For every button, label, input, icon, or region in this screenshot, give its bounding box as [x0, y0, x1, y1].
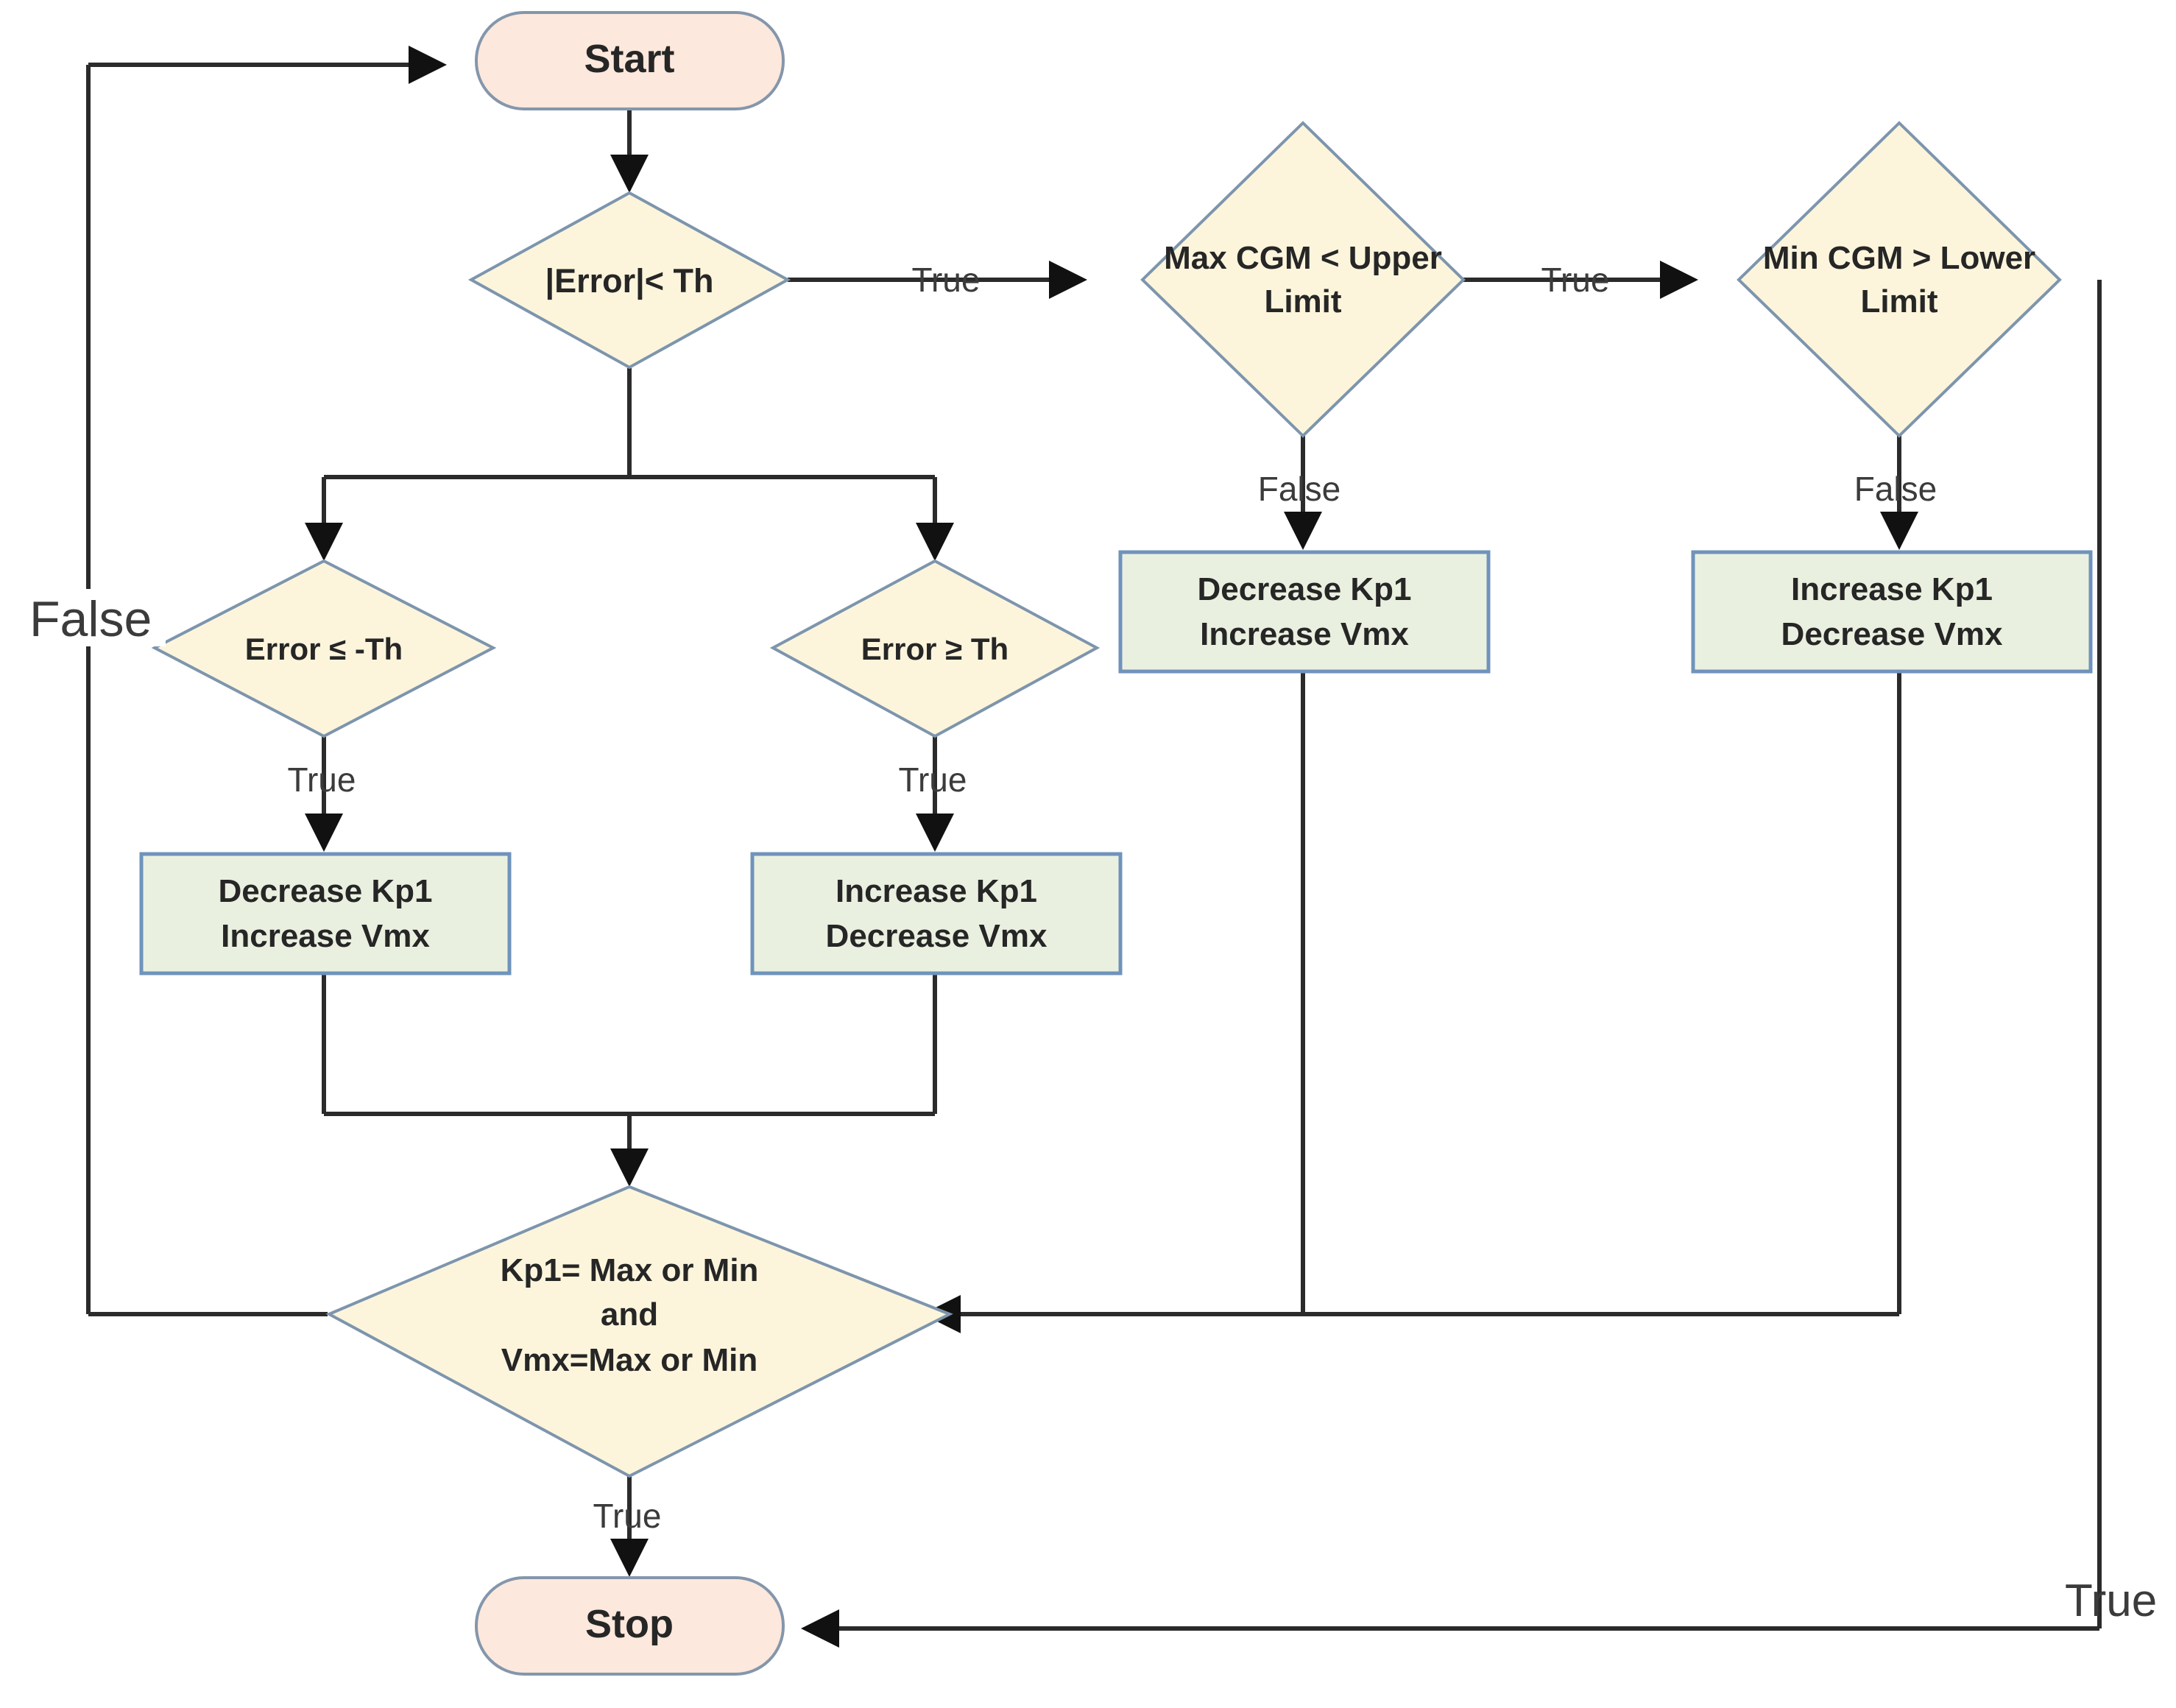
node-error-le-decision[interactable]: Error ≤ -Th [151, 559, 497, 738]
edge-max-cgm-true-to-min-cgm [1461, 261, 1698, 299]
edge-limits-false-to-start [86, 46, 447, 1316]
node-proc-min-cgm-line2: Decrease Vmx [1781, 616, 2003, 652]
node-error-ge-label: Error ≥ Th [861, 632, 1008, 666]
node-min-cgm-label-line2: Limit [1860, 283, 1937, 320]
node-limits-decision[interactable]: Kp1= Max or Min and Vmx=Max or Min [325, 1185, 953, 1478]
edge-limits-true-to-stop [610, 1476, 649, 1577]
node-proc-max-cgm-line2: Increase Vmx [1200, 616, 1409, 652]
edge-error-abs-true-to-max-cgm [788, 261, 1087, 299]
edge-max-cgm-false-to-process [1284, 434, 1322, 550]
node-error-abs-label: |Error|< Th [545, 262, 714, 300]
edge-error-ge-true-to-process [916, 736, 954, 852]
edge-error-le-true-to-process [305, 736, 343, 852]
node-proc-error-ge-line1: Increase Kp1 [836, 873, 1037, 909]
edge-label-error-abs-true: True [912, 261, 981, 299]
edge-label-min-cgm-true: True [2065, 1575, 2157, 1626]
edge-min-cgm-false-to-process [1880, 434, 1918, 550]
node-limits-line1: Kp1= Max or Min [501, 1252, 759, 1288]
node-proc-error-ge[interactable]: Increase Kp1 Decrease Vmx [750, 852, 1123, 975]
edge-min-cgm-true-to-stop [801, 280, 2102, 1648]
node-stop[interactable]: Stop [475, 1576, 785, 1676]
node-max-cgm-label-line1: Max CGM < Upper [1164, 240, 1442, 276]
node-proc-min-cgm-line1: Increase Kp1 [1791, 571, 1993, 607]
node-error-abs-decision[interactable]: |Error|< Th [467, 191, 791, 370]
node-min-cgm-decision[interactable]: Min CGM > Lower Limit [1737, 121, 2062, 438]
node-min-cgm-label-line1: Min CGM > Lower [1763, 240, 2035, 276]
edge-error-abs-false-split [305, 368, 954, 561]
node-max-cgm-label-line2: Limit [1264, 283, 1341, 320]
edge-label-error-ge-true: True [899, 761, 967, 799]
node-proc-error-ge-line2: Decrease Vmx [826, 918, 1048, 954]
node-proc-error-le-line1: Decrease Kp1 [218, 873, 432, 909]
edge-label-error-le-true: True [288, 761, 356, 799]
node-stop-label: Stop [585, 1602, 674, 1646]
edge-label-limits-false: False [29, 591, 152, 647]
node-limits-line2: and [601, 1296, 658, 1333]
edge-lower-processes-merge-to-limits [322, 973, 937, 1187]
edge-label-max-cgm-true: True [1541, 261, 1610, 299]
node-start-label: Start [584, 37, 674, 81]
node-max-cgm-decision[interactable]: Max CGM < Upper Limit [1140, 121, 1466, 438]
node-limits-line3: Vmx=Max or Min [501, 1342, 757, 1378]
node-start[interactable]: Start [475, 11, 785, 110]
edge-start-to-error-abs [610, 108, 649, 193]
edge-min-cgm-process-to-limits [1303, 671, 1901, 1316]
node-error-ge-decision[interactable]: Error ≥ Th [769, 559, 1101, 738]
edge-label-limits-false-group: False [26, 589, 166, 647]
node-proc-max-cgm-line1: Decrease Kp1 [1197, 571, 1411, 607]
edge-label-limits-true: True [593, 1497, 662, 1535]
edge-max-cgm-process-to-limits [922, 671, 1305, 1333]
node-proc-min-cgm[interactable]: Increase Kp1 Decrease Vmx [1691, 550, 2093, 674]
edge-label-max-cgm-false: False [1258, 470, 1340, 508]
node-proc-max-cgm[interactable]: Decrease Kp1 Increase Vmx [1118, 550, 1491, 674]
node-error-le-label: Error ≤ -Th [245, 632, 403, 666]
edge-label-min-cgm-false: False [1854, 470, 1937, 508]
node-proc-error-le-line2: Increase Vmx [221, 918, 430, 954]
node-proc-error-le[interactable]: Decrease Kp1 Increase Vmx [139, 852, 512, 975]
